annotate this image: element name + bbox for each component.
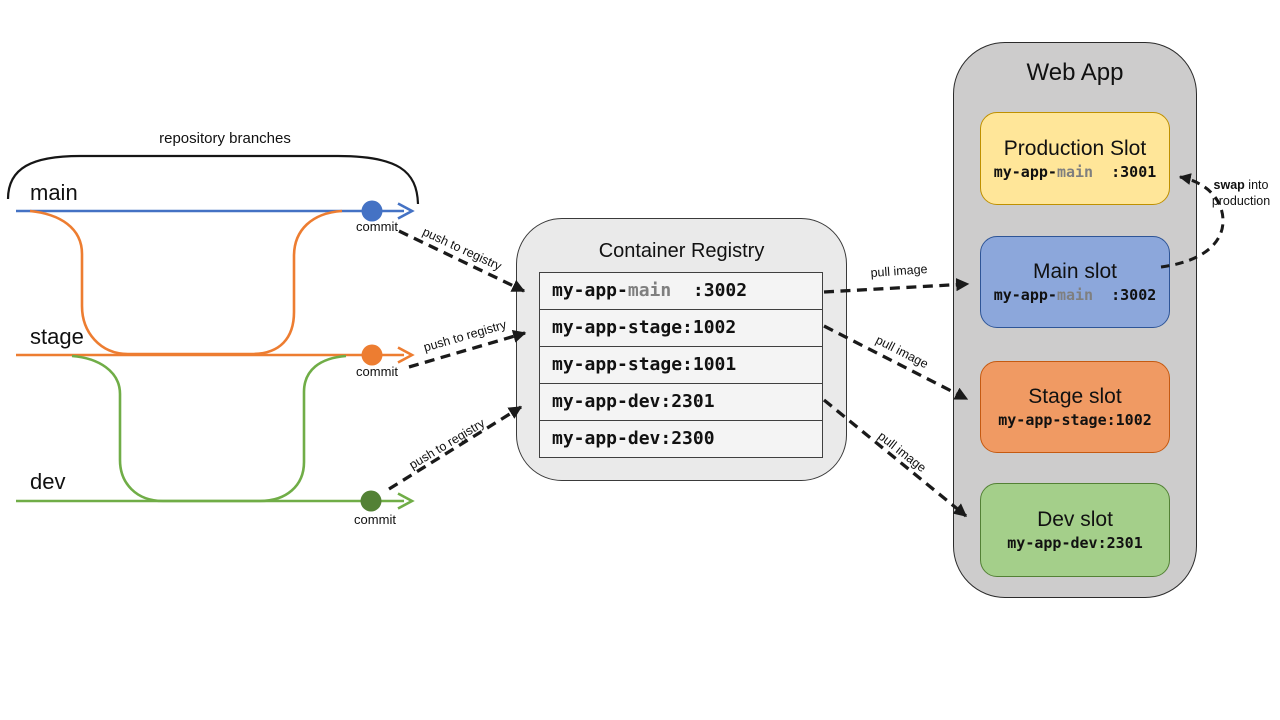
push-to-registry-label-stage: push to registry (421, 317, 509, 355)
dev-branch-arrowhead (397, 492, 415, 510)
row-text: my-app-stage:1001 (552, 354, 737, 375)
swap-label-line2: production (1211, 193, 1271, 208)
tag-text: :3002 (1093, 286, 1157, 304)
main-slot: Main slot my-app-main :3002 (980, 236, 1170, 328)
registry-row-main-3002: my-app-main :3002 (540, 273, 822, 310)
commit-label-dev: commit (354, 512, 396, 527)
row-text: my-app-stage:1002 (552, 317, 737, 338)
registry-row-stage-1001: my-app-stage:1001 (540, 347, 822, 384)
registry-row-dev-2301: my-app-dev:2301 (540, 384, 822, 421)
push-arrow-dev (388, 405, 523, 491)
tag-text: my-app- (993, 162, 1057, 181)
tag-text: my-app- (993, 286, 1057, 304)
tag-text: my-app-dev:2301 (1007, 534, 1143, 552)
repository-branches-label: repository branches (159, 130, 291, 147)
commit-label-stage: commit (356, 364, 398, 379)
registry-image-table: my-app-main :3002 my-app-stage:1002 my-a… (539, 272, 823, 458)
commit-label-main: commit (356, 219, 398, 234)
branch-label-stage: stage (30, 324, 84, 349)
push-to-registry-label-main: push to registry (420, 224, 504, 274)
tag-text: my-app-stage:1002 (998, 411, 1152, 429)
swap-label-line1: swap into (1202, 178, 1280, 194)
row-highlight: main (627, 280, 672, 301)
pull-image-label-stage: pull image (873, 332, 931, 372)
registry-row-dev-2300: my-app-dev:2300 (540, 421, 822, 457)
swap-label-rest: into (1244, 178, 1269, 192)
slot-image-tag: my-app-dev:2301 (1007, 534, 1142, 552)
dev-slot: Dev slot my-app-dev:2301 (980, 483, 1170, 577)
push-to-registry-label-dev: push to registry (406, 415, 488, 473)
slot-title: Dev slot (1037, 508, 1113, 531)
dev-commit-dot (360, 490, 382, 512)
slot-image-tag: my-app-stage:1002 (998, 411, 1152, 429)
slot-image-tag: my-app-main :3001 (994, 163, 1157, 181)
push-arrow-main (398, 229, 526, 293)
pull-image-label-dev: pull image (875, 428, 929, 476)
row-text: my-app- (552, 280, 628, 301)
main-branch-arrowhead (397, 202, 415, 220)
pull-image-label-main: pull image (870, 262, 928, 280)
dev-merge-curve (71, 354, 347, 503)
tag-highlight: main (1056, 162, 1094, 181)
row-text: my-app-dev:2300 (552, 428, 715, 449)
slot-title: Stage slot (1028, 385, 1122, 408)
row-text: :3002 (671, 280, 748, 301)
swap-into-production-label: swap into production (1202, 178, 1280, 209)
stage-commit-dot (361, 344, 383, 366)
tag-text: :3001 (1093, 162, 1157, 181)
slot-image-tag: my-app-main :3002 (994, 286, 1157, 304)
stage-branch-arrowhead (397, 346, 415, 364)
row-text: my-app-dev:2301 (552, 391, 715, 412)
branch-label-main: main (30, 180, 78, 205)
registry-row-stage-1002: my-app-stage:1002 (540, 310, 822, 347)
tag-highlight: main (1056, 286, 1094, 304)
slot-title: Production Slot (1003, 136, 1147, 160)
web-app-title: Web App (1026, 59, 1124, 86)
slot-title: Main slot (1032, 260, 1118, 283)
production-slot: Production Slot my-app-main :3001 (980, 112, 1170, 205)
swap-label-bold: swap (1213, 178, 1245, 192)
branch-label-dev: dev (30, 469, 66, 494)
stage-slot: Stage slot my-app-stage:1002 (980, 361, 1170, 453)
container-registry-title: Container Registry (598, 240, 765, 262)
